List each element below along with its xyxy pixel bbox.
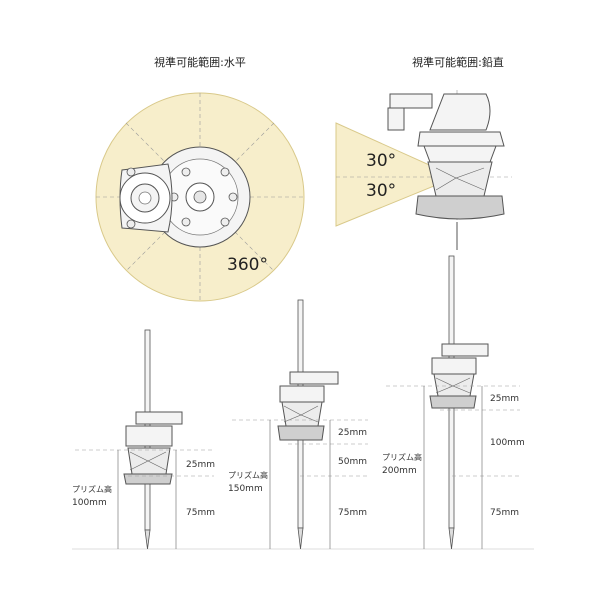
dim-middle: 50mm — [338, 457, 367, 467]
dim-lower: 75mm — [338, 508, 367, 518]
vertical-angle-lower-label: 30° — [366, 181, 396, 201]
prism-height-label: プリズム高 — [382, 452, 422, 462]
dim-upper: 25mm — [186, 460, 215, 470]
prism-height-value: 100mm — [72, 498, 107, 508]
pole-150: プリズム高 150mm 25mm 50mm 75mm — [228, 299, 368, 550]
prism-glass — [433, 373, 475, 397]
prism-glass — [427, 161, 493, 197]
dim-lower: 75mm — [490, 508, 519, 518]
prism-height-label: プリズム高 — [228, 470, 268, 480]
prism-upper-cap — [417, 131, 505, 147]
pole-spike — [448, 527, 455, 550]
prism-glass — [127, 447, 171, 475]
pole-200: プリズム高 200mm 25mm 100mm 75mm — [382, 255, 525, 550]
pole-spike — [144, 529, 151, 550]
vertical-range-wedge — [335, 122, 458, 227]
pole-spike — [297, 527, 304, 550]
dim-middle: 100mm — [490, 438, 525, 448]
pole-100: プリズム高 100mm 25mm 75mm — [72, 329, 215, 550]
prism-glass — [281, 401, 323, 427]
vertical-range-view: 視準可能範囲:鉛直 30° 30° — [335, 55, 512, 250]
top-handle — [389, 93, 433, 109]
horizontal-range-title: 視準可能範囲:水平 — [154, 55, 246, 69]
vertical-range-title: 視準可能範囲:鉛直 — [412, 55, 504, 69]
dim-upper: 25mm — [338, 428, 367, 438]
prism-height-label: プリズム高 — [72, 484, 112, 494]
horizontal-angle-label: 360° — [227, 255, 268, 275]
dim-upper: 25mm — [490, 394, 519, 404]
prism-lower-cap — [415, 195, 505, 220]
dim-lower: 75mm — [186, 508, 215, 518]
horizontal-range-view: 視準可能範囲:水平 360° — [95, 55, 305, 302]
vertical-angle-upper-label: 30° — [366, 151, 396, 171]
prism-height-value: 150mm — [228, 484, 263, 494]
prism-height-value: 200mm — [382, 466, 417, 476]
